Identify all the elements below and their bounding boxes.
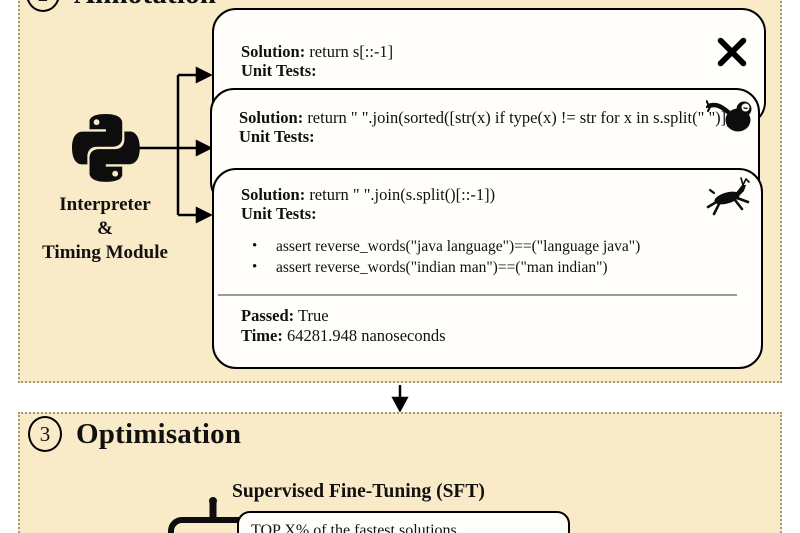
unit-test-item: • assert reverse_words("java language")==… [216,238,747,256]
passed-line: Passed: True [216,306,747,325]
interpreter-label-line2: & [97,217,113,239]
unit-test-list: • assert reverse_words("java language")==… [216,238,747,278]
sloth-icon [706,100,752,132]
solution-label: Solution: [241,185,306,204]
deer-icon [706,177,750,216]
annotation-section-title: Annotation [74,0,216,11]
cross-icon [717,37,747,67]
interpreter-label-line3: Timing Module [42,241,168,263]
solution-label: Solution: [241,42,306,61]
solution-card-3: Solution: return " ".join(s.split()[::-1… [212,168,763,369]
passed-value: True [298,305,329,325]
solution-code: return " ".join(s.split()[::-1]) [309,185,496,204]
optimisation-section-title: Optimisation [76,417,242,450]
python-logo-icon [72,114,140,182]
bullet-glyph: • [252,237,258,254]
sft-data-box: TOP X% of the fastest solutions [237,511,570,533]
unit-tests-label: Unit Tests: [239,127,315,147]
optimisation-section-header: 3 Optimisation [28,416,241,452]
solution-line: Solution: return " ".join(s.split()[::-1… [216,185,747,204]
interpreter-timing-label: Interpreter & Timing Module [20,193,190,264]
solution-code: return s[::-1] [309,42,394,61]
solution-label: Solution: [239,108,304,127]
time-value: 64281.948 nanoseconds [286,325,446,345]
annotation-step-number: 2 [26,0,60,12]
sft-box-text: TOP X% of the fastest solutions [251,522,457,533]
time-label: Time: [241,325,283,345]
interpreter-label-line1: Interpreter [59,194,151,215]
unit-tests-label: Unit Tests: [241,204,317,224]
annotation-step-number-text: 2 [38,0,49,7]
passed-label: Passed: [241,305,295,325]
unit-test-text: assert reverse_words("java language")==(… [276,237,641,255]
optimisation-step-number-text: 3 [39,421,51,446]
unit-test-text: assert reverse_words("indian man")==("ma… [276,259,608,277]
time-line: Time: 64281.948 nanoseconds [216,326,747,345]
unit-test-item: • assert reverse_words("indian man")==("m… [216,259,747,277]
result-divider [218,293,737,296]
optimisation-step-number: 3 [28,416,62,452]
solution-line: Solution: return " ".join(sorted([str(x)… [214,108,744,127]
unit-tests-label: Unit Tests: [241,61,317,81]
bullet-glyph: • [252,259,258,276]
solution-line: Solution: return s[::-1] [216,42,750,61]
solution-code: return " ".join(sorted([str(x) if type(x… [307,108,738,127]
sft-heading: Supervised Fine-Tuning (SFT) [232,481,485,502]
annotation-section-header: 2 Annotation [26,0,216,12]
robot-head-icon [168,497,258,533]
